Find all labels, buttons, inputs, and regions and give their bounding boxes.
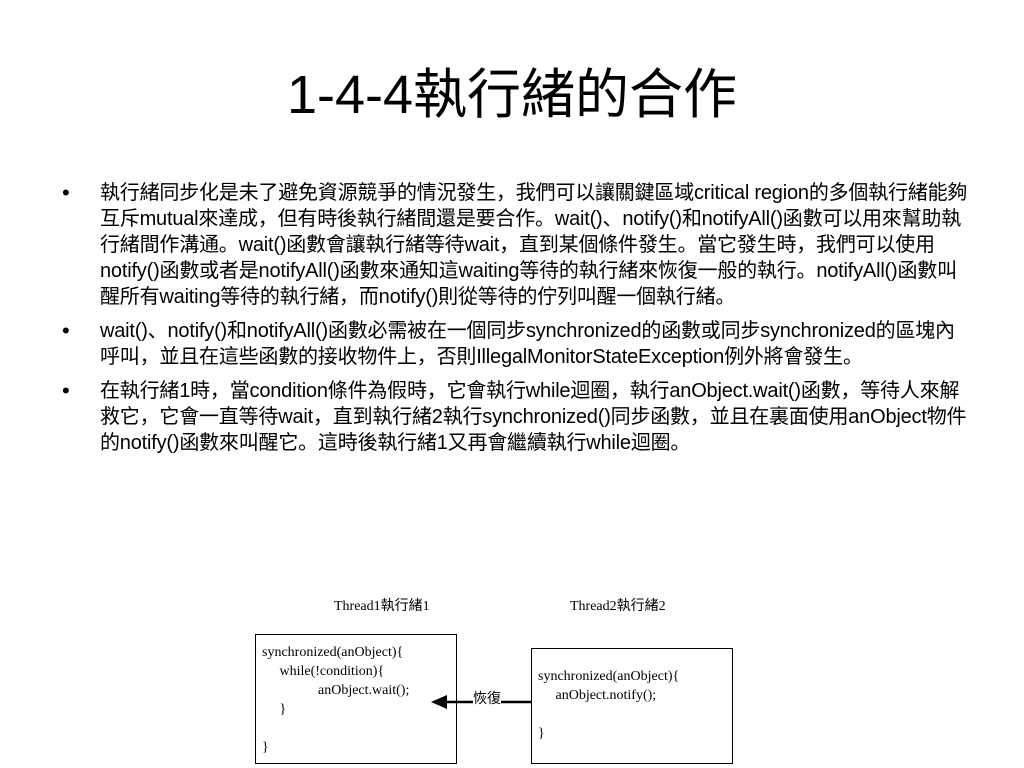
- bullet-dot-icon: •: [62, 180, 70, 205]
- resume-arrow-label: 恢復: [473, 690, 501, 710]
- slide-title: 1-4-4執行緒的合作: [286, 65, 738, 125]
- thread1-label: Thread1執行緒1: [334, 599, 430, 614]
- bullet-dot-icon: •: [62, 318, 70, 343]
- bullet-text-3: 在執行緒1時，當condition條件為假時，它會執行while迴圈，執行anO…: [100, 380, 967, 454]
- bullet-item-1: • 執行緒同步化是未了避免資源競爭的情況發生，我們可以讓關鍵區域critical…: [62, 180, 972, 310]
- thread2-code-box: synchronized(anObject){ anObject.notify(…: [531, 648, 733, 764]
- bullet-list: • 執行緒同步化是未了避免資源競爭的情況發生，我們可以讓關鍵區域critical…: [62, 180, 972, 464]
- bullet-item-2: • wait()、notify()和notifyAll()函數必需被在一個同步s…: [62, 318, 972, 370]
- thread2-label: Thread2執行緒2: [570, 599, 666, 614]
- bullet-text-2: wait()、notify()和notifyAll()函數必需被在一個同步syn…: [100, 320, 955, 368]
- bullet-dot-icon: •: [62, 378, 70, 403]
- bullet-item-3: • 在執行緒1時，當condition條件為假時，它會執行while迴圈，執行a…: [62, 378, 972, 456]
- thread1-code-box: synchronized(anObject){ while(!condition…: [255, 634, 457, 764]
- bullet-text-1: 執行緒同步化是未了避免資源競爭的情況發生，我們可以讓關鍵區域critical r…: [100, 182, 968, 308]
